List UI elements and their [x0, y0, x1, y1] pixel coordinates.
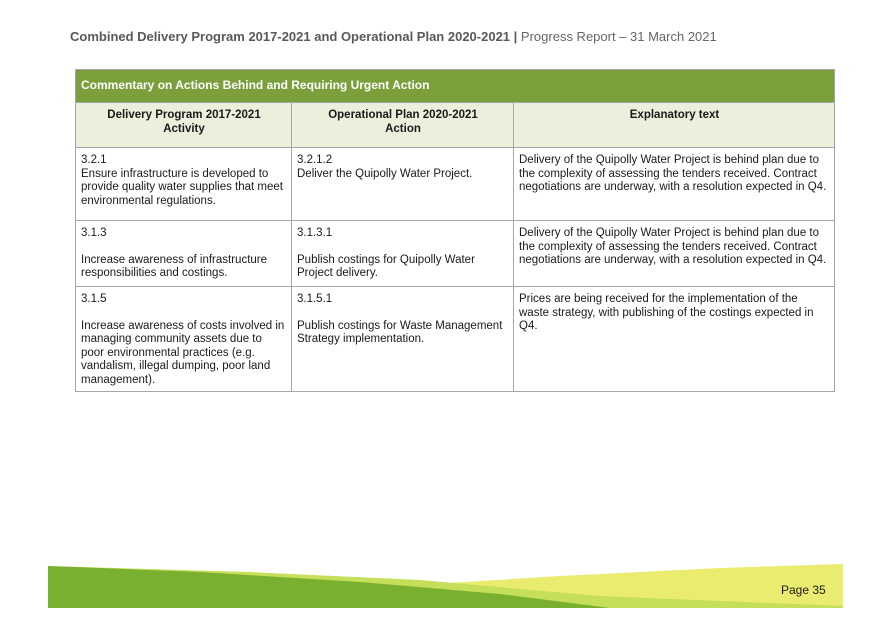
action-code: 3.1.5.1: [297, 293, 333, 305]
header-subtitle: Progress Report – 31 March 2021: [520, 29, 717, 44]
table-row: 3.1.3 Increase awareness of infrastructu…: [75, 220, 836, 287]
explanatory-cell: Delivery of the Quipolly Water Project i…: [512, 147, 836, 221]
column-header-action: Operational Plan 2020-2021 Action: [291, 102, 514, 148]
activity-text: Increase awareness of costs involved in …: [81, 319, 285, 386]
activity-code: 3.2.1: [81, 154, 107, 166]
column-header-explanatory: Explanatory text: [512, 102, 836, 148]
activity-code: 3.1.3: [81, 227, 107, 239]
page-number: Page 35: [781, 583, 826, 597]
column-header-activity: Delivery Program 2017-2021 Activity: [75, 102, 292, 148]
explanatory-cell: Prices are being received for the implem…: [512, 286, 836, 392]
table-title: Commentary on Actions Behind and Requiri…: [74, 69, 836, 103]
activity-text: Increase awareness of infrastructure res…: [81, 253, 268, 280]
table-header-row: Delivery Program 2017-2021 Activity Oper…: [75, 102, 836, 148]
action-cell: 3.1.3.1 Publish costings for Quipolly Wa…: [291, 220, 514, 287]
footer-dark-green-band: [48, 566, 610, 608]
explanatory-cell: Delivery of the Quipolly Water Project i…: [512, 220, 836, 287]
column-header-action-line2: Action: [385, 122, 421, 135]
action-cell: 3.2.1.2 Deliver the Quipolly Water Proje…: [291, 147, 514, 221]
column-header-activity-line2: Activity: [163, 122, 205, 135]
activity-cell: 3.1.5 Increase awareness of costs involv…: [75, 286, 292, 392]
page-header: Combined Delivery Program 2017-2021 and …: [70, 29, 717, 44]
activity-text: Ensure infrastructure is developed to pr…: [81, 167, 283, 207]
column-header-activity-line1: Delivery Program 2017-2021: [107, 109, 261, 121]
table-row: 3.2.1 Ensure infrastructure is developed…: [75, 147, 836, 221]
actions-table: Commentary on Actions Behind and Requiri…: [74, 69, 836, 392]
action-text: Deliver the Quipolly Water Project.: [297, 167, 473, 180]
action-code: 3.2.1.2: [297, 154, 333, 166]
column-header-action-line1: Operational Plan 2020-2021: [328, 109, 478, 121]
table-row: 3.1.5 Increase awareness of costs involv…: [75, 286, 836, 392]
header-separator: |: [513, 29, 518, 44]
action-code: 3.1.3.1: [297, 227, 333, 239]
activity-cell: 3.2.1 Ensure infrastructure is developed…: [75, 147, 292, 221]
footer-swoosh: [48, 564, 843, 608]
table-title-row: Commentary on Actions Behind and Requiri…: [74, 69, 836, 103]
header-title: Combined Delivery Program 2017-2021 and …: [70, 29, 511, 44]
action-text: Publish costings for Quipolly Water Proj…: [297, 253, 475, 280]
action-text: Publish costings for Waste Management St…: [297, 319, 503, 346]
activity-code: 3.1.5: [81, 293, 107, 305]
activity-cell: 3.1.3 Increase awareness of infrastructu…: [75, 220, 292, 287]
action-cell: 3.1.5.1 Publish costings for Waste Manag…: [291, 286, 514, 392]
